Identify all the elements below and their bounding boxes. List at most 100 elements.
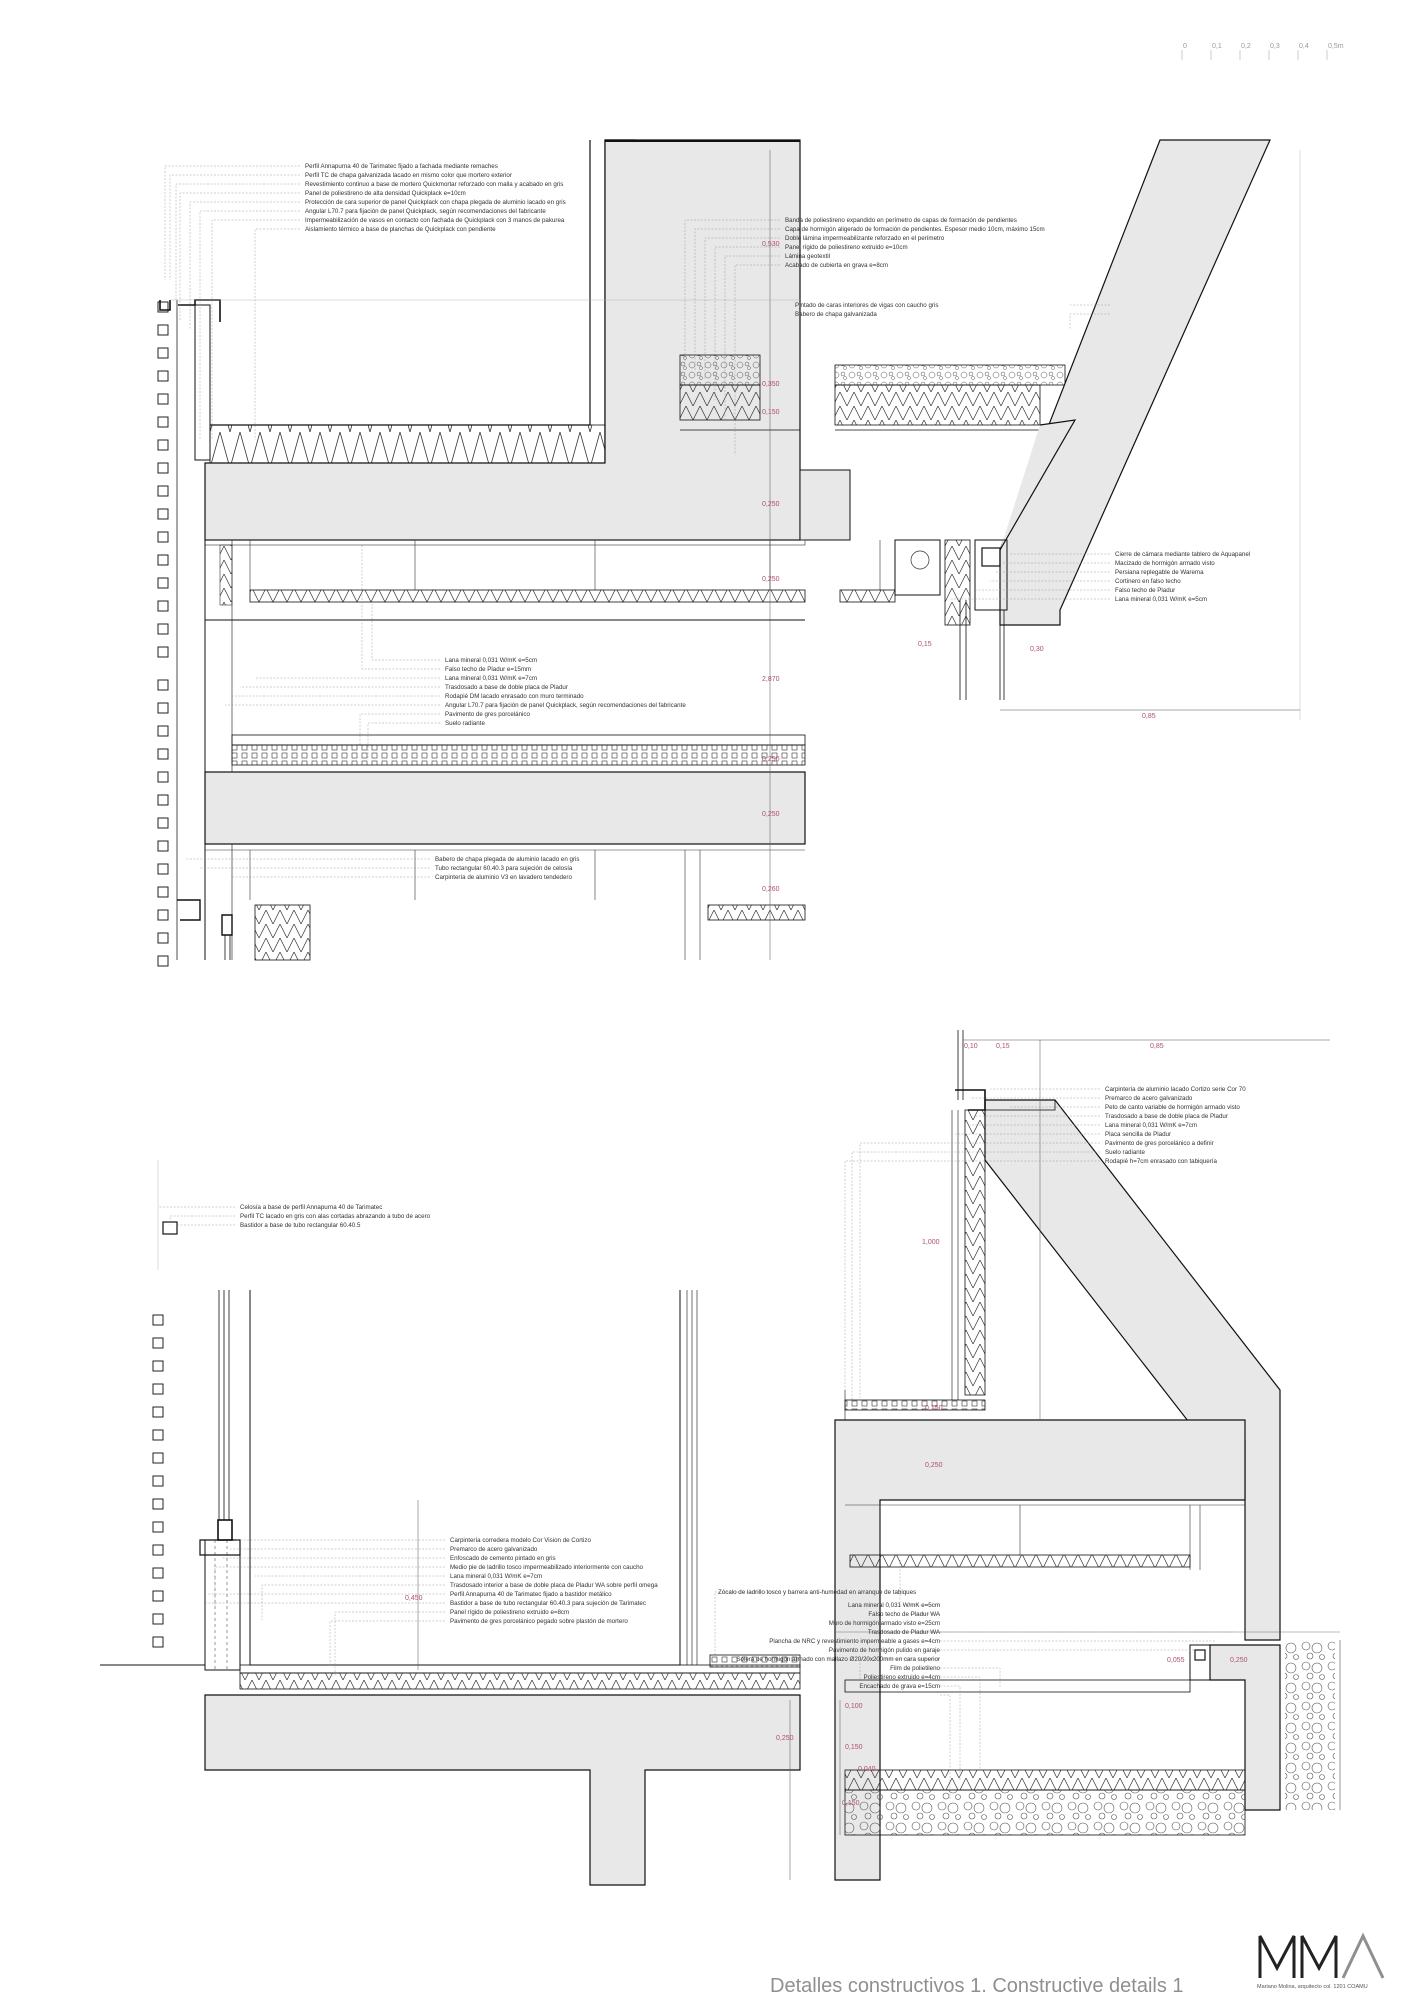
dimension: 0,040 [858,1766,876,1773]
note: Lana mineral 0,031 W/mK e=7cm [450,1573,542,1580]
notes-window-head: Cierre de cámara mediante tablero de Aqu… [1115,551,1250,603]
note: Lana mineral 0,031 W/mK e=5cm [848,1602,940,1609]
notes-window-sill: Carpintería corredera modelo Cor Vision … [450,1537,658,1625]
dimension: 0,15 [996,1043,1010,1050]
note: Tubo rectangular 60.40.3 para sujeción d… [435,865,573,872]
dimension: 0,10 [964,1043,978,1050]
detail-terrace-garage: Celosía a base de perfil Annapurna 40 de… [100,1030,1341,1886]
note: Lana mineral 0,031 W/mK e=7cm [1105,1122,1197,1129]
architect-logo: Mariano Molina, arquitecto col. 1201 COA… [1257,1932,1385,1990]
note: Lámina geotextil [785,253,830,260]
scale-tick-label: 0,1 [1212,43,1222,50]
dimension: 0,350 [762,381,780,388]
scale-tick-label: 0,3 [1270,43,1280,50]
dimension: 2,870 [762,676,780,683]
note: Angular L70.7 para fijación de panel Qui… [445,702,686,709]
dimension: 0,250 [762,811,780,818]
note: Encachado de grava e=15cm [859,1683,940,1690]
dimension: 0,250 [925,1462,943,1469]
note: Trasdosado de Pladur WA [868,1629,941,1636]
scale-tick-label: 0,2 [1241,43,1251,50]
scale-tick-label: 0,5m [1328,43,1344,50]
dimension: 0,85 [1142,713,1156,720]
dimension: 0,250 [776,1735,794,1742]
note: Pavimento de hormigón pulido en garaje [829,1647,941,1654]
note: Babero de chapa plegada de aluminio laca… [435,856,579,863]
note: Carpintería corredera modelo Cor Vision … [450,1537,591,1544]
lattice-profiles [157,301,169,967]
note: Pavimento de gres porcelánico pegado sob… [450,1618,628,1625]
note: Lana mineral 0,031 W/mK e=5cm [445,657,537,664]
note: Medio pie de ladrillo tosco impermeabili… [450,1564,644,1571]
note: Lana mineral 0,031 W/mK e=7cm [445,675,537,682]
note: Protección de cara superior de panel Qui… [305,199,566,206]
note: Placa sencilla de Pladur [1105,1131,1171,1138]
note: Perfil Annapurna 40 de Tarimatec fijado … [305,163,498,170]
note: Trasdosado a base de doble placa de Plad… [1105,1113,1228,1120]
dimension: 0,150 [845,1744,863,1751]
note: Premarco de acero galvanizado [450,1546,538,1553]
logo-mark [1258,1932,1385,1979]
dimension: 0,260 [762,886,780,893]
note: Zócalo de ladrillo tosco y barrera anti-… [718,1589,916,1596]
note: Aislamiento térmico a base de planchas d… [305,226,496,233]
note: Bastidor a base de tubo rectangular 60.4… [240,1222,361,1229]
note: Plancha de NRC y revestimiento impermeab… [769,1638,940,1645]
notes-facade: Perfil Annapurna 40 de Tarimatec fijado … [305,163,566,233]
note: Panel rígido de poliestireno extruido e=… [785,244,908,251]
note: Perfil TC lacado en gris con alas cortad… [240,1213,431,1220]
dimension: 0,85 [1150,1043,1164,1050]
note: Poliestireno extruido e=4cm [863,1674,940,1681]
note: Trasdosado a base de doble placa de Plad… [445,684,568,691]
note: Enfoscado de cemento pintado en gris [450,1555,556,1562]
note: Pavimento de gres porcelánico [445,711,531,718]
note: Bastidor a base de tubo rectangular 60.4… [450,1600,646,1607]
note: Angular L70.7 para fijación de panel Qui… [305,208,546,215]
note: Peto de canto variable de hormigón armad… [1105,1104,1240,1111]
note: Panel rígido de poliestireno extruido e=… [450,1609,569,1616]
note: Film de polietileno [890,1665,940,1672]
notes-parapet: Carpintería de aluminio lacado Cortizo s… [1105,1086,1246,1165]
note: Rodapié DM lacado enrasado con muro term… [445,693,584,700]
scale-tick-label: 0,4 [1299,43,1309,50]
dimension: 0,055 [1167,1657,1185,1664]
notes-lattice: Celosía a base de perfil Annapurna 40 de… [240,1204,431,1229]
note: Trasdosado interior a base de doble plac… [450,1582,658,1589]
note: Rodapié h=7cm enrasado con tabiquería [1105,1158,1218,1165]
detail-roof-facade: Perfil Annapurna 40 de Tarimatec fijado … [157,139,1301,967]
note: Suelo radiante [1105,1149,1145,1156]
dimension: 0,250 [1230,1657,1248,1664]
notes-floor: Lana mineral 0,031 W/mK e=5cm Falso tech… [445,657,686,727]
note: Revestimiento continuo a base de mortero… [305,181,563,188]
note: Acabado de cubierta en grava e=8cm [785,262,888,269]
note: Macizado de hormigón armado visto [1115,560,1215,567]
note: Panel de poliestireno de alta densidad Q… [305,190,466,197]
dimension: 0,30 [1030,646,1044,653]
dimensions-detail2: 0,10 0,15 0,85 1,000 0,150 0,250 0,450 0… [405,1043,1248,1807]
dimensions-detail1: 0,530 0,350 0,250 0,250 2,870 0,250 0,25… [762,241,1156,893]
note: Persiana replegable de Warema [1115,569,1204,576]
note: Doble lámina impermeabilizante reforzado… [785,235,945,242]
note: Perfil Annapurna 40 de Tarimatec fijado … [450,1591,612,1598]
note: Premarco de acero galvanizado [1105,1095,1193,1102]
note: Capa de hormigón aligerado de formación … [785,226,1045,233]
note: Carpintería de aluminio lacado Cortizo s… [1105,1086,1246,1093]
dimension: 0,250 [762,756,780,763]
note: Carpintería de aluminio V3 en lavadero t… [435,874,572,881]
notes-lower: Babero de chapa plegada de aluminio laca… [435,856,579,881]
note: Cierre de cámara mediante tablero de Aqu… [1115,551,1250,558]
scale-bar: 0 0,1 0,2 0,3 0,4 0,5m [1181,43,1344,60]
dimension: 0,150 [842,1800,860,1807]
logo-caption: Mariano Molina, arquitecto col. 1201 COA… [1257,1984,1368,1990]
note: Cortinero en falso techo [1115,578,1181,585]
dimension: 0,150 [762,409,780,416]
dimension: 0,150 [925,1405,943,1412]
note: Banda de poliestireno expandido en perím… [785,217,1017,224]
note: Pavimento de gres porcelánico a definir [1105,1140,1214,1147]
note: Babero de chapa galvanizada [795,311,877,318]
dimension: 0,100 [845,1703,863,1710]
dimension: 0,15 [918,641,932,648]
note: Perfil TC de chapa galvanizada lacado en… [305,172,512,179]
annotation-leaders [158,1088,1235,1800]
